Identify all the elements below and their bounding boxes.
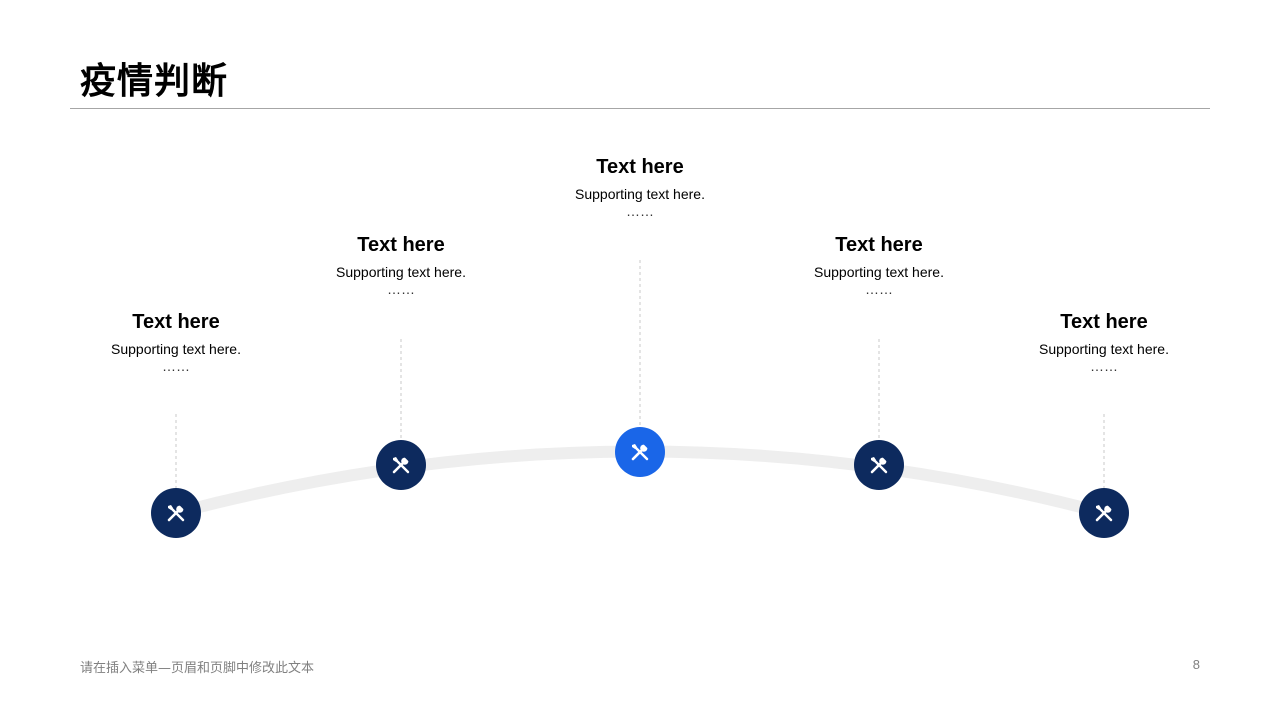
tools-icon: [631, 442, 650, 461]
milestone-heading: Text here: [132, 311, 220, 333]
page-title: 疫情判断: [80, 61, 229, 102]
milestone-supporting-text: Supporting text here.: [336, 264, 466, 280]
milestone-heading: Text here: [1060, 311, 1148, 333]
milestone-ellipsis: ……: [1090, 358, 1118, 374]
milestone-ellipsis: ……: [865, 281, 893, 297]
milestone-1: Text here Supporting text here. ……: [56, 309, 296, 373]
milestone-heading: Text here: [596, 156, 684, 178]
page-number: 8: [1192, 657, 1200, 672]
milestone-heading: Text here: [835, 234, 923, 256]
milestone-3: Text here Supporting text here. ……: [520, 154, 760, 218]
milestone-node-5[interactable]: [1079, 488, 1129, 538]
milestone-ellipsis: ……: [162, 358, 190, 374]
milestone-supporting-text: Supporting text here.: [111, 341, 241, 357]
milestone-node-4[interactable]: [854, 440, 904, 490]
footer-text: 请在插入菜单—页眉和页脚中修改此文本: [80, 661, 315, 676]
milestone-supporting-text: Supporting text here.: [575, 186, 705, 202]
milestone-heading: Text here: [357, 234, 445, 256]
milestone-2: Text here Supporting text here. ……: [281, 232, 521, 296]
milestone-ellipsis: ……: [626, 203, 654, 219]
milestone-ellipsis: ……: [387, 281, 415, 297]
milestone-4: Text here Supporting text here. ……: [759, 232, 999, 296]
milestone-supporting-text: Supporting text here.: [814, 264, 944, 280]
tools-icon: [392, 455, 411, 474]
milestone-supporting-text: Supporting text here.: [1039, 341, 1169, 357]
tools-icon: [870, 455, 889, 474]
milestone-5: Text here Supporting text here. ……: [984, 309, 1224, 373]
milestone-node-1[interactable]: [151, 488, 201, 538]
milestone-node-3[interactable]: [615, 427, 665, 477]
title-divider: [70, 108, 1210, 109]
milestone-node-2[interactable]: [376, 440, 426, 490]
tools-icon: [1095, 503, 1114, 522]
tools-icon: [167, 503, 186, 522]
